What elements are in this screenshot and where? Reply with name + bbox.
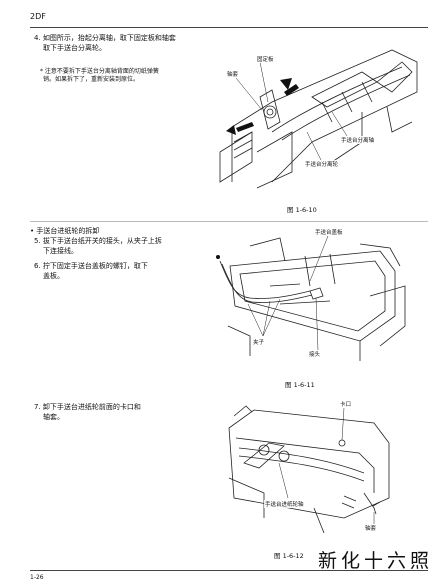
figure-1-6-11-drawing	[216, 235, 406, 361]
label-clamp: 夹子	[252, 338, 266, 346]
figure-1-6-12-drawing	[228, 405, 390, 534]
label-retaining-clip: 卡口	[339, 400, 353, 408]
section-heading: • 手送台进纸轮的拆卸	[30, 226, 99, 236]
step-4-number: 4.	[34, 34, 41, 42]
section-title: 手送台进纸轮的拆卸	[36, 227, 100, 235]
label-separation-shaft: 手送台分离轴	[340, 136, 376, 144]
model-label: 2DF	[30, 12, 46, 21]
step-7-line-1: 卸下手送台进纸轮前面的卡口和	[42, 403, 141, 411]
note-line-2: 销。如果拆下了，重新安装到原位。	[43, 76, 140, 83]
figure-1-6-11: 手送台盖板 夹子 接头	[210, 226, 410, 366]
step-4-line-2: 取下手送台分离轮。	[43, 44, 106, 52]
note-line-1: 注意不要拆下手送台分离轴背面的切纸弹簧	[44, 68, 159, 75]
step-6-number: 6.	[34, 262, 41, 270]
section-divider	[30, 221, 428, 222]
step-5-number: 5.	[34, 237, 41, 245]
step-6-line-1: 拧下固定手送台盖板的螺钉，取下	[42, 262, 148, 270]
label-fixed-plate: 固定板	[256, 55, 275, 63]
section-bullet: •	[30, 227, 35, 235]
label-cover: 手送台盖板	[314, 228, 344, 236]
header-rule	[30, 27, 428, 28]
note-mark: *	[40, 68, 43, 75]
figure-1-6-11-caption: 图 1-6-11	[285, 381, 315, 389]
footer-rule	[30, 570, 428, 571]
step-4-line-1: 如图所示，抬起分离轴，取下固定板和轴套	[42, 34, 176, 42]
label-separation-roller: 手送台分离轮	[304, 160, 340, 168]
step-6: 6. 拧下固定手送台盖板的螺钉，取下 盖板。	[34, 261, 148, 281]
figure-1-6-12-caption: 图 1-6-12	[274, 552, 304, 560]
label-bushing-2: 轴套	[364, 524, 378, 532]
label-bushing: 轴套	[226, 70, 240, 78]
step-7-line-2: 轴套。	[43, 413, 64, 421]
step-5: 5. 拔下手送台纸开关的接头，从夹子上拆 下连接线。	[34, 236, 162, 256]
step-7: 7. 卸下手送台进纸轮前面的卡口和 轴套。	[34, 402, 141, 422]
step-5-line-1: 拔下手送台纸开关的接头，从夹子上拆	[42, 237, 162, 245]
figure-1-6-10-caption: 图 1-6-10	[287, 206, 317, 214]
page-number: 1-26	[30, 574, 44, 581]
screw-icon	[216, 255, 220, 259]
step-4: 4. 如图所示，抬起分离轴，取下固定板和轴套 取下手送台分离轮。	[34, 33, 176, 53]
step-5-line-2: 下连接线。	[43, 247, 78, 255]
figure-1-6-10: 固定板 轴套 手送台分离轴 手送台分离轮	[212, 32, 420, 190]
label-connector: 接头	[308, 350, 322, 358]
figure-1-6-12: 卡口 手送台进纸轮轴 轴套	[224, 398, 404, 540]
step-7-number: 7.	[34, 403, 41, 411]
note: * 注意不要拆下手送台分离轴背面的切纸弹簧 销。如果拆下了，重新安装到原位。	[40, 68, 159, 84]
watermark: 新化十六照	[318, 550, 434, 572]
step-6-line-2: 盖板。	[43, 272, 64, 280]
label-feed-roller-shaft: 手送台进纸轮轴	[264, 500, 305, 508]
figure-1-6-10-drawing	[219, 49, 418, 189]
